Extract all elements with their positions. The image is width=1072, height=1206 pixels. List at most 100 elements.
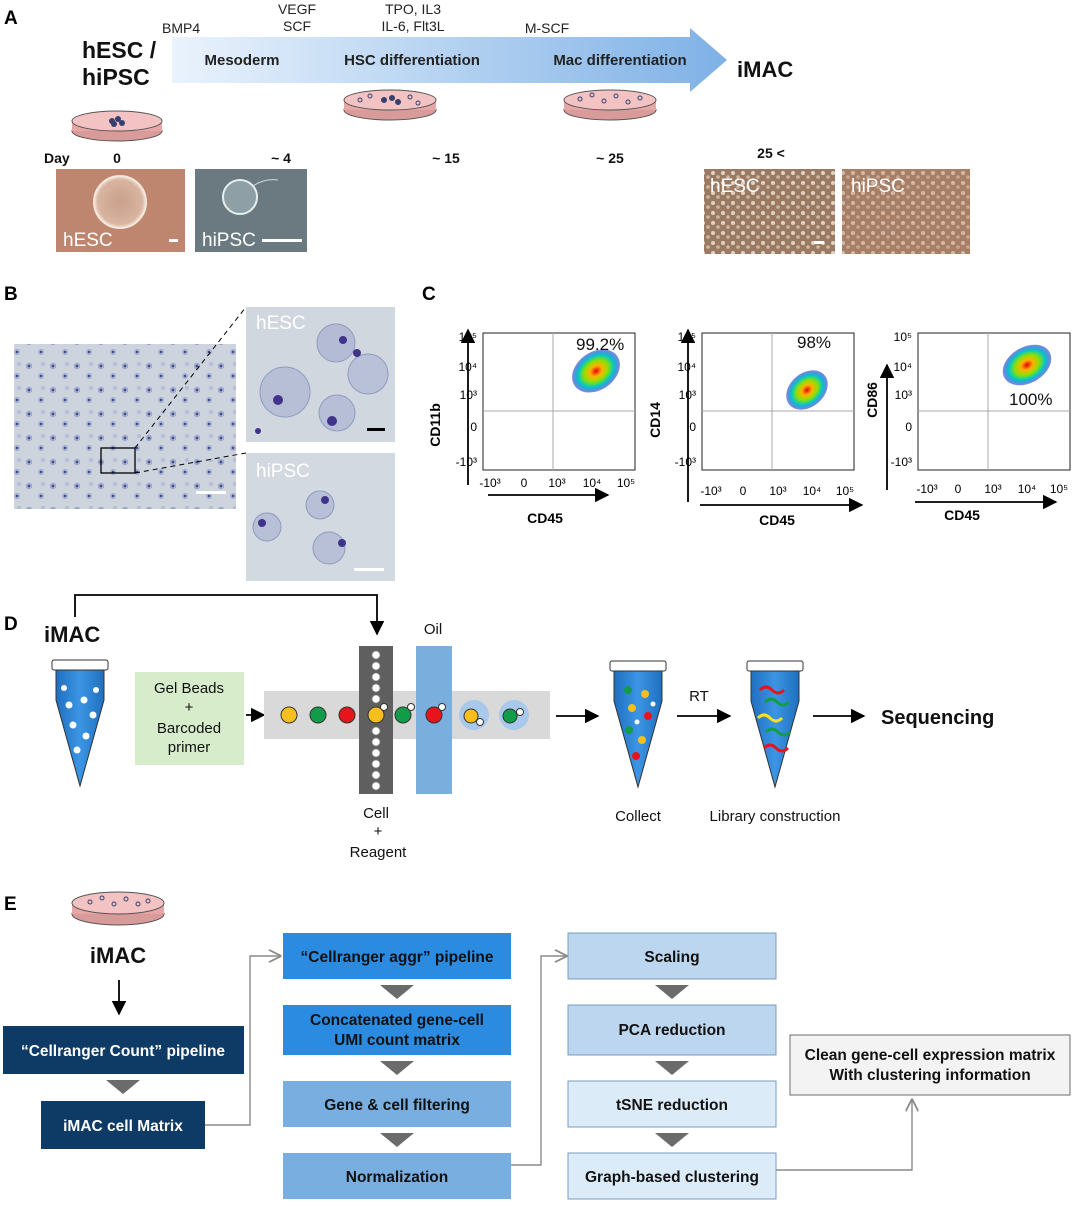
- sequencing-label: Sequencing: [881, 707, 994, 729]
- triangle-c1: [106, 1080, 140, 1094]
- ytick-1e3: 10³: [679, 388, 696, 402]
- xtick-neg1e3: -10³: [479, 476, 500, 490]
- box-scaling: [567, 932, 777, 980]
- connector-c1-c2: [205, 956, 280, 1126]
- ytick-0: 0: [470, 420, 477, 434]
- stage-hsc: HSC differentiation: [344, 52, 480, 69]
- panel-d: D iMAC Gel Beads + Barcoded primer Oil: [4, 594, 994, 861]
- box-imac-cell-matrix: [41, 1101, 205, 1149]
- flow-plot-cd86: 100% CD86 CD45 10⁵ 10⁴ 10³ 0 -10³ -10³ 0…: [864, 330, 1071, 523]
- d-source-imac: iMAC: [44, 622, 100, 647]
- dish-day15: [343, 89, 437, 121]
- box-concatenated-line2: UMI count matrix: [334, 1032, 460, 1049]
- flow-plot-cd14: 98% CD14 CD45 10⁵ 10⁴ 10³ 0 -10³ -10³ 0 …: [647, 328, 864, 528]
- source-line2: hiPSC: [82, 64, 150, 90]
- cell-reagent-line3: Reagent: [350, 844, 408, 861]
- day-15: ~ 15: [432, 150, 460, 166]
- photo-imac-hesc-label: hESC: [710, 176, 760, 197]
- gel-beads-line2: +: [185, 699, 194, 716]
- ytick-1e3: 10³: [460, 388, 477, 402]
- x-axis-label: CD45: [527, 510, 563, 526]
- cytospin-hesc-label: hESC: [256, 313, 306, 334]
- collect-label: Collect: [615, 808, 662, 825]
- triangle-c3a: [655, 985, 689, 999]
- zoom-box: [100, 447, 136, 474]
- ytick-1e5: 10⁵: [894, 330, 912, 344]
- box-tsne: [567, 1080, 777, 1128]
- cell-population: [1002, 344, 1052, 386]
- photo-imac-hipsc-label: hiPSC: [851, 176, 905, 197]
- cell-reagent-line2: +: [374, 823, 383, 840]
- xtick-1e4: 10⁴: [1018, 482, 1037, 496]
- panel-b-label: B: [4, 284, 18, 305]
- box-final-line1: Clean gene-cell expression matrix: [805, 1047, 1056, 1064]
- rt-label: RT: [689, 688, 709, 705]
- e-source-imac: iMAC: [90, 943, 146, 968]
- xtick-1e3: 10³: [769, 484, 786, 498]
- box-normalization-text: Normalization: [346, 1169, 448, 1186]
- xtick-1e5: 10⁵: [1050, 482, 1068, 496]
- plot-frame: [482, 332, 636, 471]
- ytick-neg1e3: -10³: [675, 455, 696, 469]
- box-clustering-text: Graph-based clustering: [585, 1169, 759, 1186]
- day-4: ~ 4: [271, 150, 291, 166]
- ytick-neg1e3: -10³: [891, 455, 912, 469]
- factor-scf: SCF: [283, 18, 311, 34]
- x-axis-label: CD45: [759, 512, 795, 528]
- photo-imac-hipsc: hiPSC: [842, 169, 970, 254]
- cytospin-hipsc-label: hiPSC: [256, 461, 310, 482]
- gate-percent: 100%: [1009, 390, 1052, 409]
- factor-il6: IL-6, Flt3L: [381, 18, 444, 34]
- triangle-c3c: [655, 1133, 689, 1147]
- triangle-c2c: [380, 1133, 414, 1147]
- stage-mac: Mac differentiation: [553, 52, 686, 69]
- photo-imac-hesc: hESC: [704, 169, 835, 254]
- day-label: Day: [44, 150, 70, 166]
- tube-library: [746, 660, 804, 789]
- ytick-1e4: 10⁴: [458, 360, 477, 374]
- zoom-line-bottom: [134, 452, 247, 474]
- photo-hipsc-colony: hiPSC: [195, 169, 307, 252]
- box-gene-cell-filtering: [283, 1081, 511, 1127]
- link-arrow-b-to-d: [74, 594, 385, 636]
- ytick-0: 0: [689, 420, 696, 434]
- cell-reagent-line1: Cell: [363, 805, 389, 822]
- factor-vegf: VEGF: [278, 1, 316, 17]
- panel-c-label: C: [422, 284, 436, 305]
- triangle-c2a: [380, 985, 414, 999]
- box-cellranger-aggr-text: “Cellranger aggr” pipeline: [301, 949, 494, 966]
- panel-a: A hESC / hiPSC BMP4 VEGF SCF TPO, IL3 IL…: [4, 1, 970, 254]
- xtick-0: 0: [955, 482, 962, 496]
- cytospin-hipsc: hiPSC: [246, 453, 395, 581]
- factor-bmp4: BMP4: [162, 20, 200, 36]
- box-final-matrix: [789, 1034, 1071, 1096]
- box-concatenated: [283, 1005, 511, 1055]
- differentiation-arrow: [172, 28, 727, 92]
- box-final-line2: With clustering information: [829, 1067, 1030, 1084]
- ytick-1e4: 10⁴: [677, 360, 696, 374]
- connector-c3-final: [776, 1100, 912, 1171]
- factor-mscf: M-SCF: [525, 20, 569, 36]
- day-25: ~ 25: [596, 150, 624, 166]
- zoom-line-top: [134, 306, 247, 449]
- xtick-1e3: 10³: [548, 476, 565, 490]
- box-concatenated-line1: Concatenated gene-cell: [310, 1012, 484, 1029]
- xtick-1e4: 10⁴: [803, 484, 822, 498]
- triangle-c3b: [655, 1061, 689, 1075]
- box-cellranger-count-text: “Cellranger Count” pipeline: [21, 1043, 225, 1060]
- y-axis-label: CD11b: [427, 403, 443, 447]
- plot-frame: [701, 332, 855, 471]
- x-axis-label: CD45: [944, 507, 980, 523]
- cytospin-hesc: hESC: [246, 307, 395, 442]
- dish-day0: [71, 110, 163, 142]
- panel-d-label: D: [4, 614, 18, 635]
- panel-a-label: A: [4, 8, 18, 29]
- xtick-1e5: 10⁵: [617, 476, 635, 490]
- photo-hesc-label: hESC: [63, 230, 113, 251]
- box-pca-text: PCA reduction: [618, 1022, 725, 1039]
- tube-imac: [51, 659, 109, 788]
- y-axis-label: CD14: [647, 402, 663, 438]
- gel-beads-line4: primer: [168, 739, 211, 756]
- photo-hipsc-label: hiPSC: [202, 230, 256, 251]
